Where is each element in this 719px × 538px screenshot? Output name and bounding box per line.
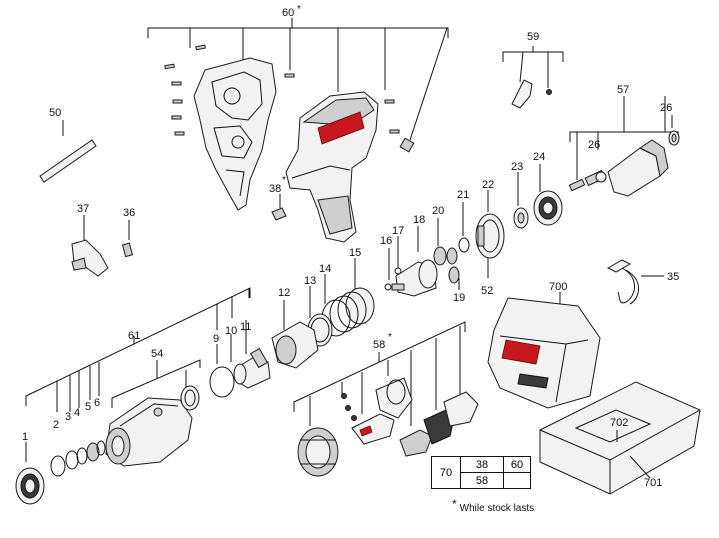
kit-reference-table: 70 38 60 58	[431, 456, 531, 489]
callout-26b: 26	[588, 139, 600, 151]
callout-60: 60	[282, 7, 294, 19]
group-50: 50	[39, 107, 97, 183]
callout-18: 18	[413, 214, 425, 226]
callout-16: 16	[380, 235, 392, 247]
callout-54: 54	[151, 348, 163, 360]
callout-26a: 26	[660, 102, 672, 114]
group-54: 54	[105, 348, 201, 467]
kit-cell-empty	[503, 472, 531, 489]
kit-cell-58: 58	[460, 472, 504, 489]
group-700-case: 700	[487, 281, 601, 409]
group-59: 59	[502, 31, 564, 109]
callout-2: 2	[53, 419, 59, 431]
callout-9: 9	[213, 333, 219, 345]
callout-59: 59	[527, 31, 539, 43]
callout-5: 5	[85, 401, 91, 413]
group-12-15: 15 14 13 12	[271, 247, 375, 369]
callout-10: 10	[225, 325, 237, 337]
callout-38: 38	[269, 183, 281, 195]
callout-38-star: *	[282, 175, 286, 186]
callout-37: 37	[77, 203, 89, 215]
callout-60-star: *	[297, 4, 301, 15]
callout-12: 12	[278, 287, 290, 299]
right-housing-half	[285, 91, 415, 243]
group-701-702-box: 702 701	[539, 381, 701, 495]
group-23-24: 24 23	[511, 151, 563, 229]
footnote: *While stock lasts	[452, 497, 535, 514]
callout-21: 21	[457, 189, 469, 201]
callout-700: 700	[549, 281, 567, 293]
callout-57: 57	[617, 84, 629, 96]
callout-11: 11	[240, 321, 251, 333]
housing-screws	[164, 44, 400, 136]
callout-4: 4	[74, 407, 80, 419]
callout-22: 22	[482, 179, 494, 191]
group-57-motor: 57 26 26	[568, 84, 680, 197]
callout-23: 23	[511, 161, 523, 173]
callout-20: 20	[432, 205, 444, 217]
footnote-text: While stock lasts	[459, 503, 535, 514]
callout-61: 61	[128, 330, 140, 342]
callout-3: 3	[65, 411, 71, 423]
group-36-37: 37 36	[71, 203, 135, 277]
group-35: 35	[606, 259, 679, 305]
group-38: 38 *	[269, 175, 287, 221]
callout-15: 15	[349, 247, 361, 259]
callout-36: 36	[123, 207, 135, 219]
callout-19: 19	[453, 292, 465, 304]
callout-701: 701	[644, 477, 662, 489]
callout-24: 24	[533, 151, 545, 163]
kit-cell-70: 70	[431, 456, 461, 489]
callout-58-star: *	[388, 332, 392, 343]
callout-50: 50	[49, 107, 61, 119]
kit-cell-60: 60	[503, 456, 531, 473]
group-61: 61 11 10 9	[25, 287, 271, 412]
callout-6: 6	[94, 397, 100, 409]
group-1-6: 1 2 3 4 5 6	[15, 397, 106, 505]
footnote-star: *	[452, 497, 457, 511]
group-58: 58 *	[293, 321, 479, 477]
callout-13: 13	[304, 275, 316, 287]
callout-35: 35	[667, 271, 679, 283]
group-22-52: 22 52	[475, 179, 505, 297]
left-housing-half	[193, 57, 277, 211]
group-16-21: 21 20 18 17 16 19	[380, 189, 470, 304]
callout-52: 52	[481, 285, 493, 297]
callout-1: 1	[22, 431, 28, 443]
callout-58: 58	[373, 339, 385, 351]
kit-cell-38: 38	[460, 456, 504, 473]
callout-702: 702	[610, 417, 628, 429]
group-60-housing: 60 *	[147, 4, 449, 243]
callout-14: 14	[319, 263, 331, 275]
callout-17: 17	[392, 225, 404, 237]
